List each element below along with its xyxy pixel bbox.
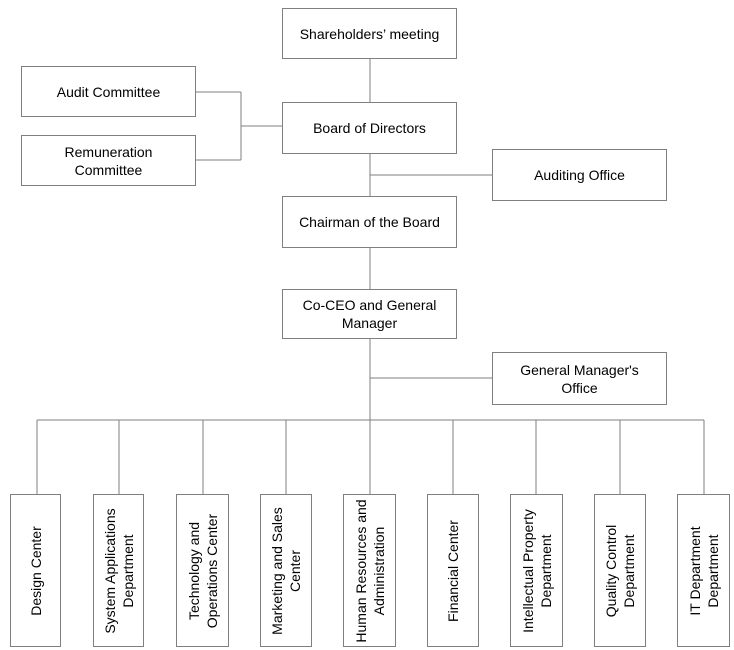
department-box-marketing-sales: Marketing and Sales Center	[260, 494, 312, 647]
department-box-design-center: Design Center	[10, 494, 61, 647]
general-managers-office-label: General Manager's Office	[520, 361, 639, 396]
department-box-intellectual-property: Intellectual Property Department	[510, 494, 563, 647]
remuneration-committee-label: Remuneration Committee	[64, 143, 153, 178]
remuneration-committee-box: Remuneration Committee	[21, 135, 196, 186]
department-label: Financial Center	[445, 519, 461, 622]
department-label: Design Center	[27, 525, 44, 616]
department-label: Human Resources and Administration	[352, 498, 387, 643]
department-label: IT Department Department	[686, 525, 721, 616]
shareholders-meeting-box: Shareholders’ meeting	[282, 8, 457, 59]
department-box-quality-control: Quality Control Department	[594, 494, 646, 647]
board-of-directors-label: Board of Directors	[313, 120, 426, 136]
chairman-label: Chairman of the Board	[299, 214, 440, 230]
auditing-office-box: Auditing Office	[492, 149, 667, 201]
department-label: Marketing and Sales Center	[269, 506, 303, 635]
department-label: System Applications Department	[101, 507, 136, 634]
department-box-it-department: IT Department Department	[677, 494, 730, 647]
co-ceo-label: Co-CEO and General Manager	[302, 297, 437, 331]
general-managers-office-box: General Manager's Office	[492, 352, 667, 405]
department-label: Quality Control Department	[603, 524, 637, 617]
chairman-box: Chairman of the Board	[282, 196, 457, 248]
board-of-directors-box: Board of Directors	[282, 102, 457, 154]
department-box-financial-center: Financial Center	[427, 494, 479, 647]
department-label: Technology and Operations Center	[185, 513, 220, 628]
department-box-technology-operations: Technology and Operations Center	[176, 494, 229, 647]
department-box-human-resources: Human Resources and Administration	[343, 494, 396, 647]
department-label: Intellectual Property Department	[519, 508, 554, 633]
co-ceo-box: Co-CEO and General Manager	[282, 289, 457, 339]
shareholders-meeting-label: Shareholders’ meeting	[299, 25, 440, 42]
audit-committee-label: Audit Committee	[56, 83, 161, 100]
audit-committee-box: Audit Committee	[21, 66, 196, 117]
auditing-office-label: Auditing Office	[534, 167, 625, 183]
department-box-system-applications: System Applications Department	[93, 494, 144, 647]
